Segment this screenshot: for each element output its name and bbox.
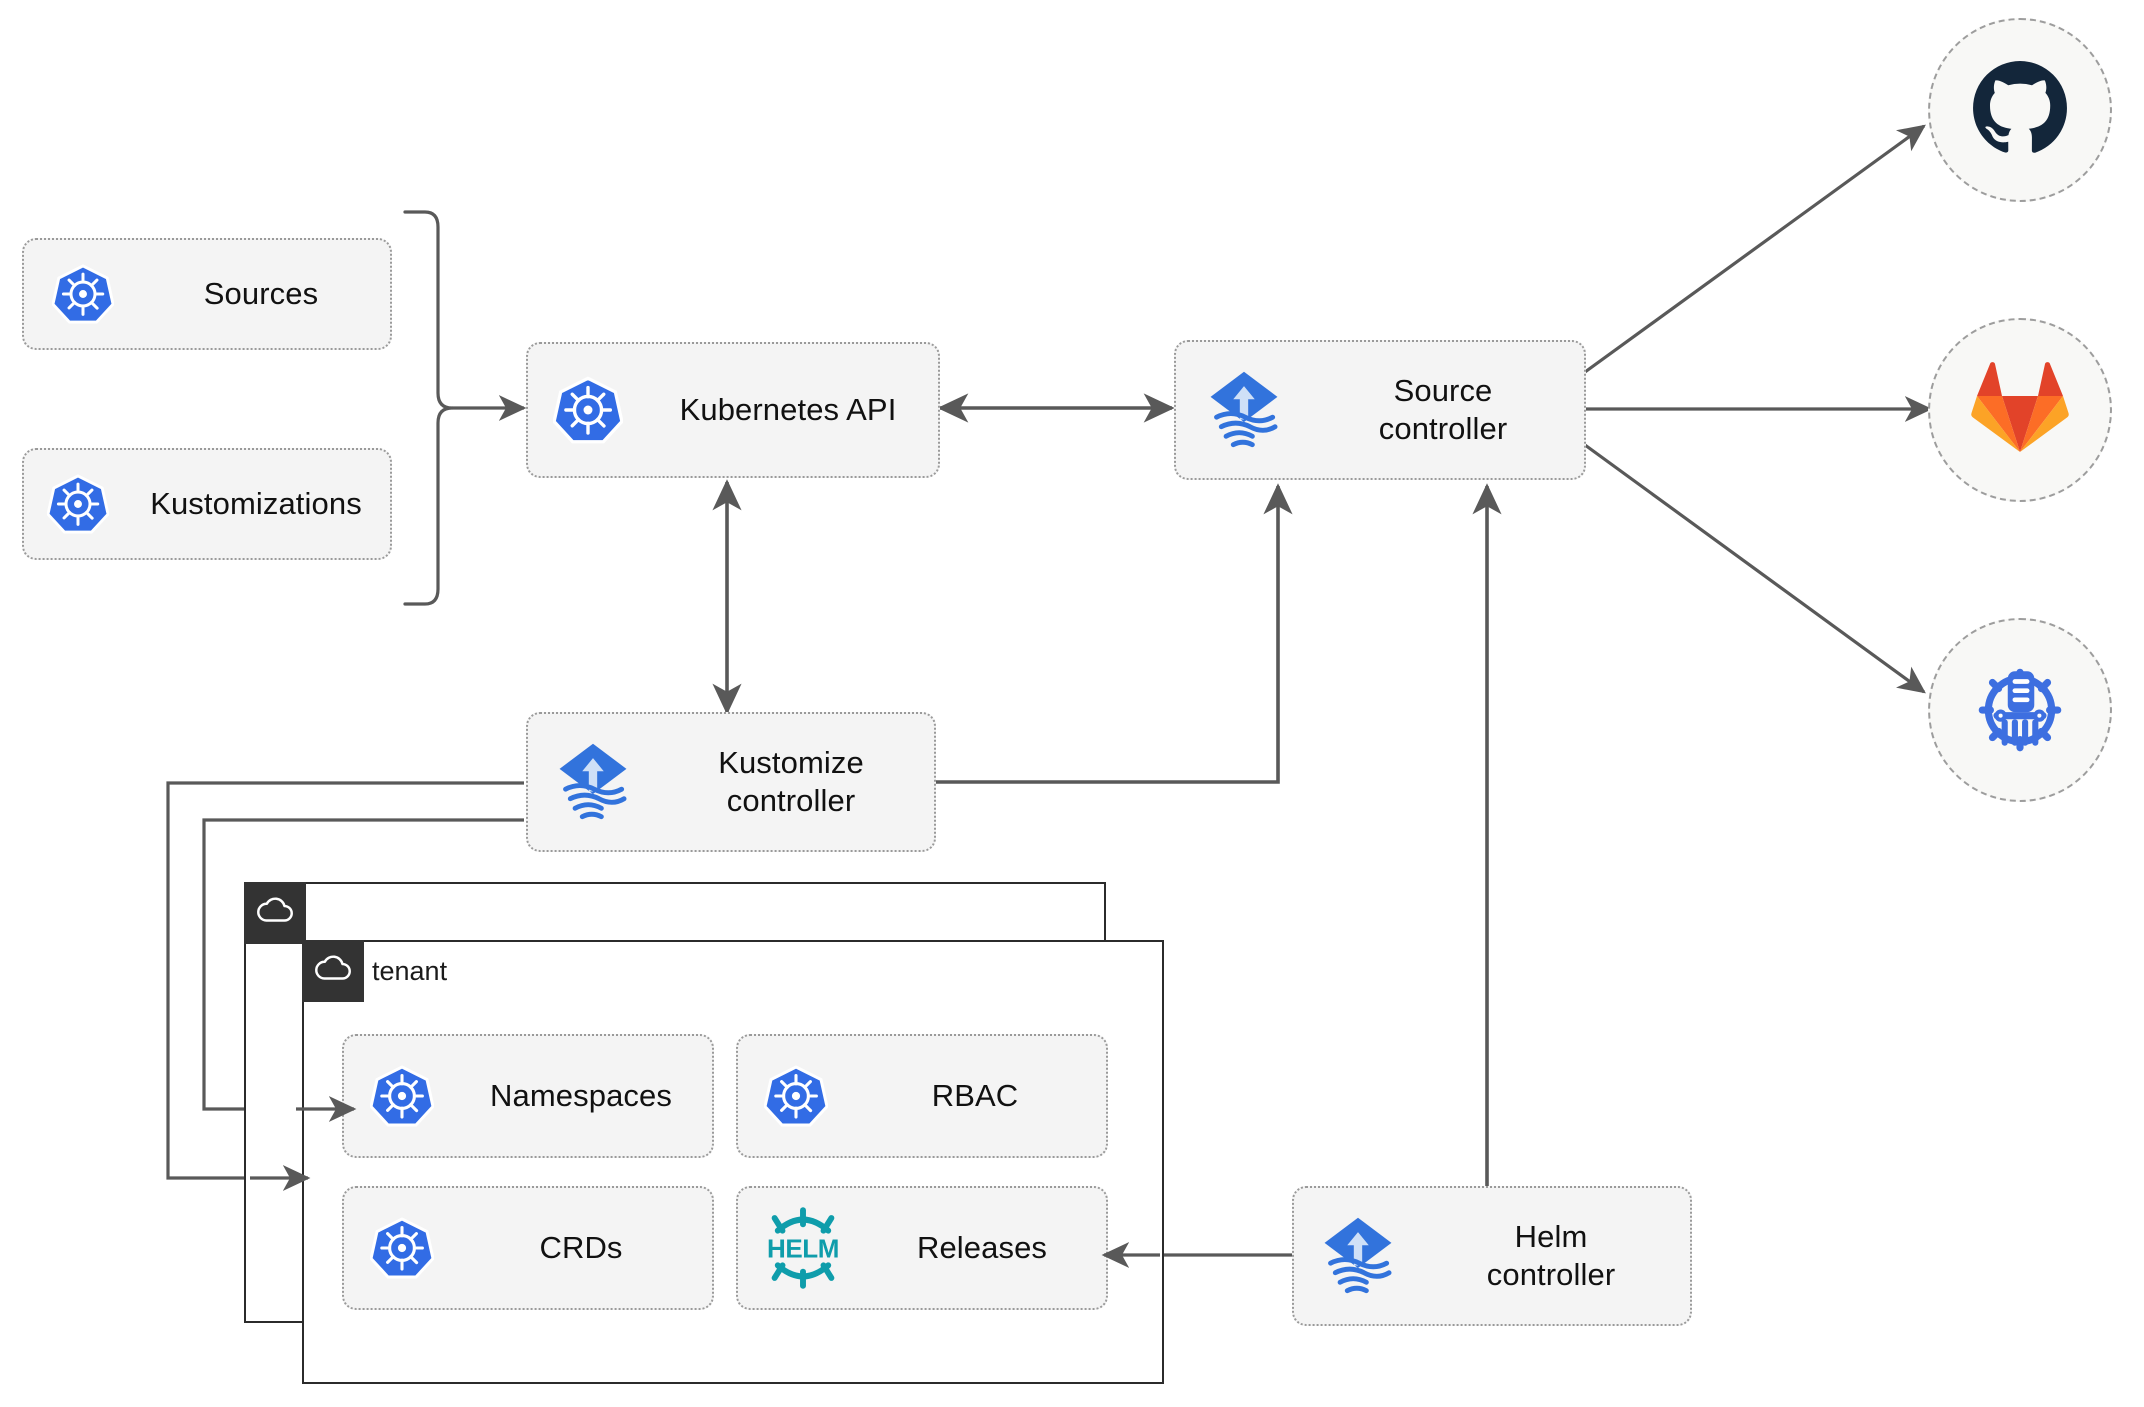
resource-card-label: Kustomizations <box>150 486 362 522</box>
tenant-resource-card-label: Namespaces <box>490 1078 672 1114</box>
tenant-resource-card-rbac[interactable]: RBAC <box>736 1034 1108 1158</box>
tenant-resource-card-label: RBAC <box>931 1078 1019 1114</box>
controller-card-kubernetes-api[interactable]: Kubernetes API <box>526 342 940 478</box>
controller-card-helm-controller[interactable]: Helm controller <box>1292 1186 1692 1326</box>
resource-card-sources[interactable]: Sources <box>22 238 392 350</box>
provider-circle-github[interactable] <box>1928 18 2112 202</box>
kubernetes-icon <box>528 375 648 445</box>
provider-circle-gitlab[interactable] <box>1928 318 2112 502</box>
tenant-resource-card-crds[interactable]: CRDs <box>342 1186 714 1310</box>
tenant-tab-back <box>244 882 306 944</box>
tenant-frame-front <box>302 940 1164 1384</box>
helm-registry-icon <box>1969 657 2071 764</box>
kubernetes-icon <box>24 263 142 325</box>
tenant-resource-card-label: Releases <box>916 1230 1048 1266</box>
controller-card-label: Helm controller <box>1486 1219 1616 1292</box>
provider-circle-registry[interactable] <box>1928 618 2112 802</box>
controller-card-label: Source controller <box>1378 373 1508 446</box>
tenant-resource-card-namespaces[interactable]: Namespaces <box>342 1034 714 1158</box>
wire-source-controller-to-github <box>1584 124 1926 374</box>
github-icon <box>1971 59 2069 162</box>
helm-icon: HELM <box>738 1207 868 1289</box>
controller-card-label: Kustomize controller <box>718 745 864 818</box>
tenant-resource-card-releases[interactable]: HELM Releases <box>736 1186 1108 1310</box>
resource-card-label: Sources <box>203 276 319 312</box>
controller-card-label: Kubernetes API <box>679 392 897 428</box>
cloud-icon <box>314 954 352 988</box>
flux-icon <box>1294 1213 1422 1299</box>
tenant-title-front: tenant <box>372 956 448 986</box>
tenant-tab-front <box>302 940 364 1002</box>
kubernetes-icon <box>24 473 132 535</box>
svg-text:HELM: HELM <box>767 1233 839 1263</box>
kubernetes-icon <box>344 1064 460 1128</box>
wire-kustomize-controller-to-source-controller <box>932 483 1293 784</box>
controller-card-source-controller[interactable]: Source controller <box>1174 340 1586 480</box>
wire-source-controller-to-registry <box>1584 443 1926 694</box>
kubernetes-icon <box>738 1064 854 1128</box>
grouping-brace <box>403 210 454 606</box>
gitlab-icon <box>1970 360 2070 461</box>
tenant-resource-card-label: CRDs <box>539 1230 623 1266</box>
resource-card-kustomizations[interactable]: Kustomizations <box>22 448 392 560</box>
flux-icon <box>1176 367 1312 453</box>
flux-icon <box>528 739 658 825</box>
cloud-icon <box>256 896 294 930</box>
kubernetes-icon <box>344 1216 460 1280</box>
controller-card-kustomize-controller[interactable]: Kustomize controller <box>526 712 936 852</box>
